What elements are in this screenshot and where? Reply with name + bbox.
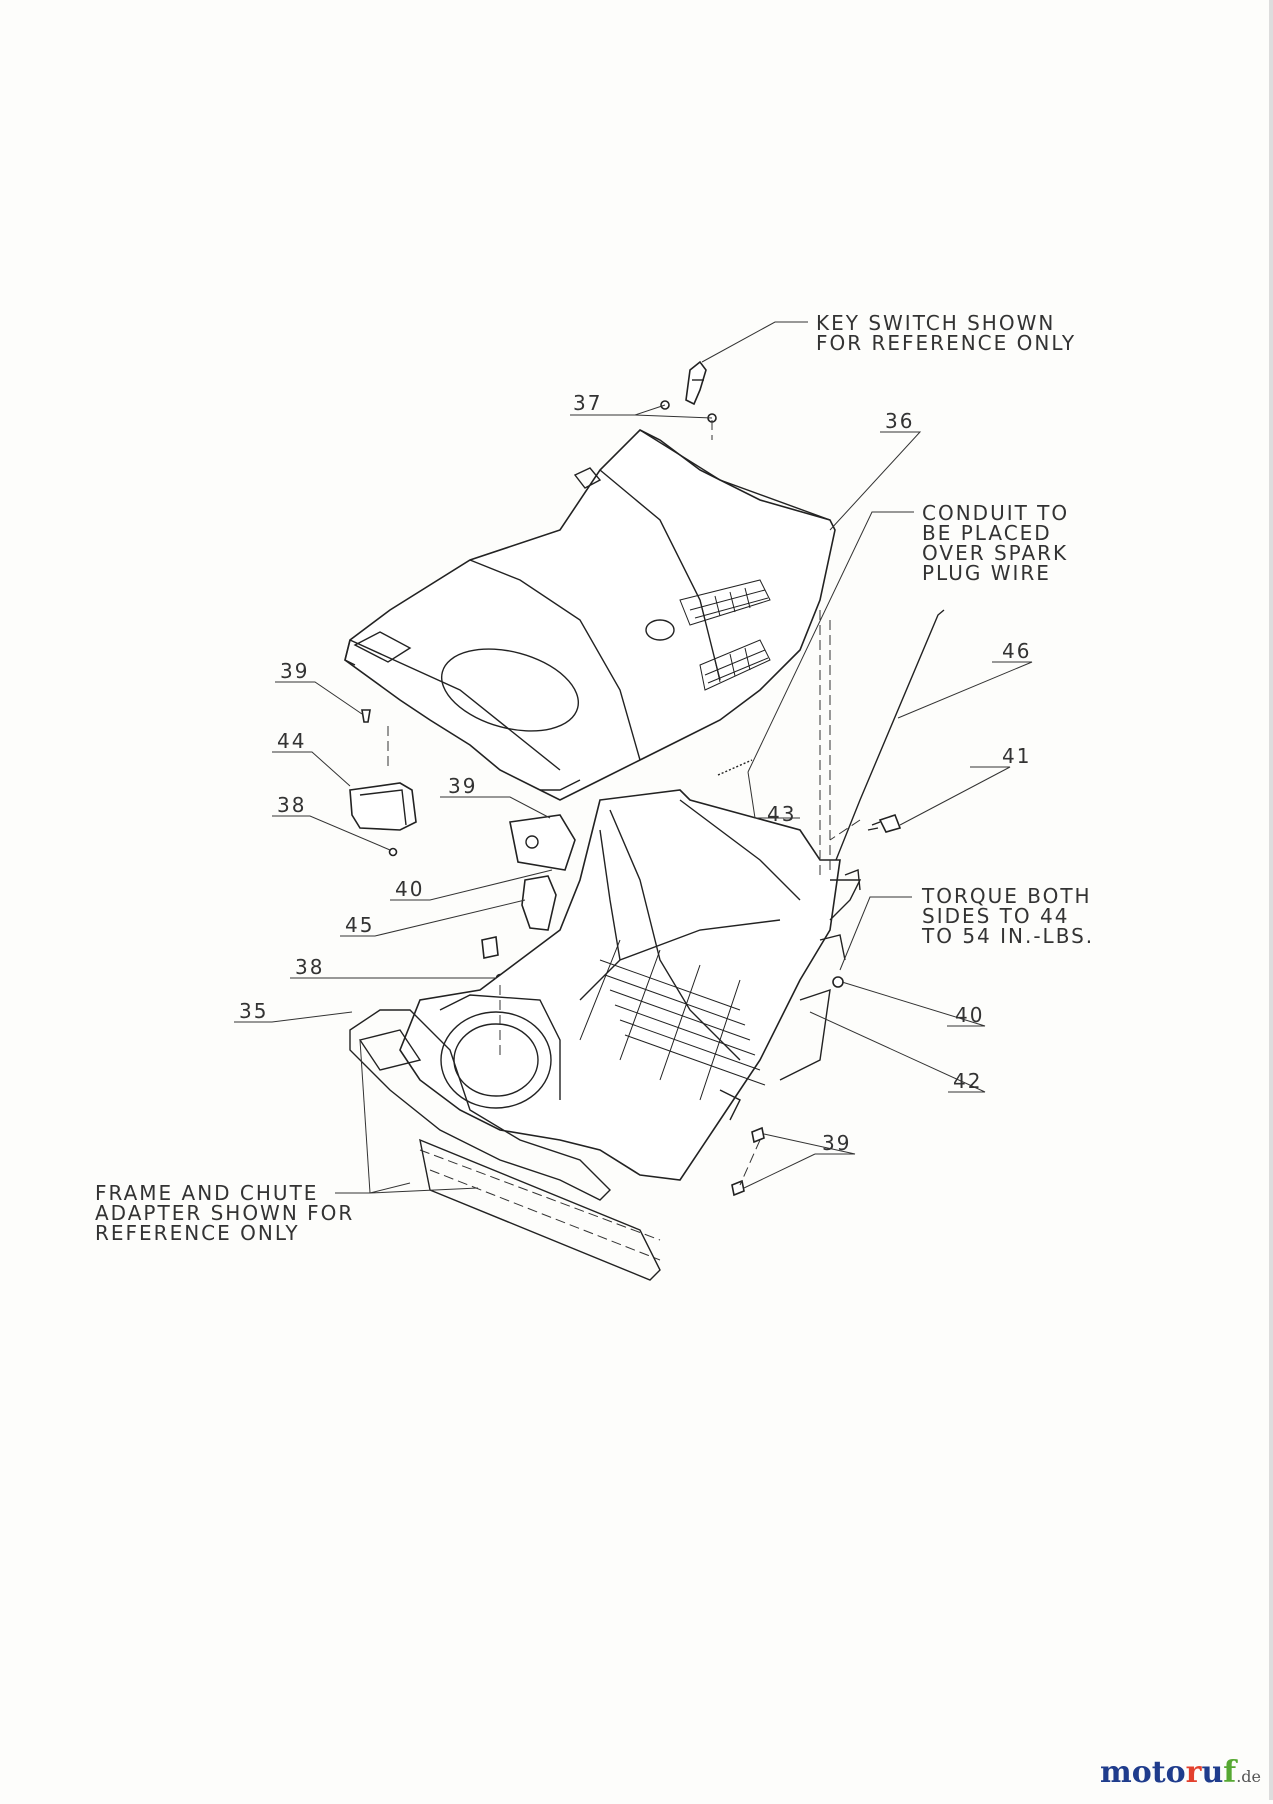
callout-frame: FRAME AND CHUTE ADAPTER SHOWN FOR REFERE… [95, 1181, 354, 1245]
spring-43 [717, 759, 753, 776]
callout-line: SIDES TO 44 [922, 904, 1069, 928]
callout-line: BE PLACED [922, 521, 1052, 545]
callout-line: KEY SWITCH SHOWN [816, 311, 1055, 335]
part-number-labels: 37 36 39 44 38 39 40 45 38 35 46 41 43 4… [239, 391, 1031, 1155]
callout-line: TORQUE BOTH [921, 884, 1092, 908]
nut-40-right [832, 976, 844, 988]
clip-45 [521, 875, 557, 931]
watermark-moto: moto [1100, 1755, 1186, 1790]
clip-41 [867, 813, 902, 833]
key-switch [685, 360, 707, 406]
screw-39-right-a [751, 1126, 765, 1144]
part-label-46: 46 [1002, 639, 1031, 663]
leader-lines [234, 321, 1033, 1194]
part-label-37: 37 [573, 391, 602, 415]
assembly-lines [387, 420, 861, 1186]
callout-line: FOR REFERENCE ONLY [816, 331, 1076, 355]
part-label-38: 38 [277, 793, 306, 817]
callout-line: REFERENCE ONLY [95, 1221, 300, 1245]
part-label-45: 45 [345, 913, 374, 937]
part-label-43: 43 [767, 802, 796, 826]
part-label-36: 36 [885, 409, 914, 433]
bracket-40-left [509, 814, 576, 871]
callout-line: OVER SPARK [922, 541, 1068, 565]
part-label-39: 39 [822, 1131, 851, 1155]
callout-line: ADAPTER SHOWN FOR [95, 1201, 354, 1225]
callout-conduit: CONDUIT TO BE PLACED OVER SPARK PLUG WIR… [922, 501, 1069, 585]
part-label-35: 35 [239, 999, 268, 1023]
callout-line: PLUG WIRE [922, 561, 1051, 585]
callout-line: TO 54 IN.-LBS. [921, 924, 1094, 948]
part-label-40: 40 [395, 877, 424, 901]
screw-39-right-b [731, 1179, 745, 1197]
watermark-f: f [1223, 1755, 1237, 1790]
watermark-r: r [1185, 1755, 1202, 1790]
callout-key-switch: KEY SWITCH SHOWN FOR REFERENCE ONLY [816, 311, 1076, 355]
bracket-44 [349, 782, 417, 831]
screw-39-left [361, 709, 371, 723]
watermark-u: u [1201, 1755, 1224, 1790]
page-edge-divider [1269, 0, 1273, 1800]
motoruf-watermark: motoruf.de [1100, 1755, 1261, 1790]
part-label-39: 39 [448, 774, 477, 798]
part-label-38: 38 [295, 955, 324, 979]
screw-38-upper [388, 847, 398, 857]
callout-line: FRAME AND CHUTE [95, 1181, 318, 1205]
dash-panel-frame [349, 789, 862, 1281]
part-label-41: 41 [1002, 744, 1031, 768]
part-label-42: 42 [953, 1069, 982, 1093]
part-label-40: 40 [955, 1003, 984, 1027]
shroud-cover [344, 429, 836, 801]
watermark-domain: .de [1236, 1767, 1261, 1786]
callout-torque: TORQUE BOTH SIDES TO 44 TO 54 IN.-LBS. [921, 884, 1094, 948]
callout-line: CONDUIT TO [922, 501, 1069, 525]
part-label-39: 39 [280, 659, 309, 683]
part-label-44: 44 [277, 729, 306, 753]
